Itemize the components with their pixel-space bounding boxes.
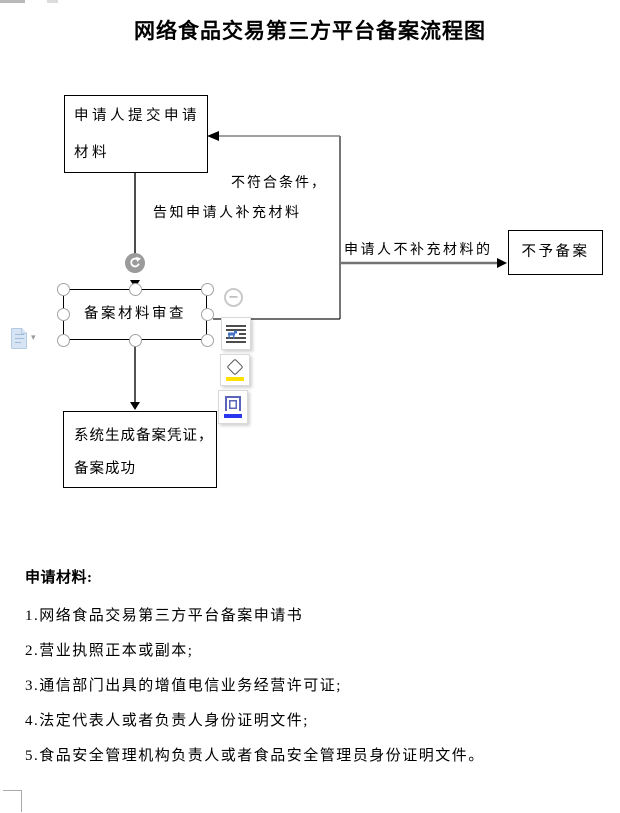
materials-item: 1.网络食品交易第三方平台备案申请书 bbox=[25, 608, 304, 624]
materials-item: 4.法定代表人或者负责人身份证明文件; bbox=[25, 713, 309, 729]
selection-handle-mid-left[interactable] bbox=[57, 308, 70, 321]
selection-handle-bottom-left[interactable] bbox=[57, 333, 70, 347]
window-edge-mark bbox=[0, 0, 25, 3]
selection-handle-top-right[interactable] bbox=[200, 282, 214, 296]
rotate-icon bbox=[130, 256, 141, 268]
selection-handle-top-left[interactable] bbox=[57, 282, 70, 296]
selection-handle-mid-right[interactable] bbox=[200, 308, 214, 321]
page-title: 网络食品交易第三方平台备案流程图 bbox=[134, 19, 486, 43]
selection-handle-top-mid[interactable] bbox=[128, 282, 142, 296]
shape-fill-button[interactable] bbox=[220, 354, 250, 386]
outline-color-icon bbox=[223, 396, 243, 418]
paste-options-icon bbox=[11, 327, 27, 349]
window-edge-mark bbox=[47, 0, 58, 3]
materials-item: 3.通信部门出具的增值电信业务经营许可证; bbox=[25, 678, 342, 694]
flow-box-no-filing[interactable]: 不予备案 bbox=[508, 230, 603, 275]
paste-options-button[interactable]: ▾ bbox=[11, 325, 45, 351]
collapse-toolbar-button[interactable]: − bbox=[224, 288, 243, 307]
flow-box-review-text: 备案材料审查 bbox=[84, 306, 186, 323]
chevron-down-icon: ▾ bbox=[31, 333, 36, 343]
flow-box-submit[interactable]: 申请人提交申请 材料 bbox=[64, 95, 208, 173]
materials-heading: 申请材料: bbox=[25, 570, 93, 586]
materials-item: 2.营业执照正本或副本; bbox=[25, 643, 194, 659]
flow-box-success-line1: 系统生成备案凭证， bbox=[74, 428, 214, 444]
flow-box-success-line2: 备案成功 bbox=[74, 460, 136, 477]
dog-glyph bbox=[228, 330, 237, 338]
label-notify-supplement: 告知申请人补充材料 bbox=[153, 206, 302, 221]
flow-box-submit-line2: 材料 bbox=[74, 144, 110, 161]
materials-section: 申请材料: 1.网络食品交易第三方平台备案申请书 2.营业执照正本或副本; 3.… bbox=[25, 563, 585, 774]
shape-outline-button[interactable] bbox=[218, 390, 248, 424]
rotate-handle[interactable] bbox=[125, 253, 145, 273]
arrowhead-left-into-submit bbox=[207, 131, 219, 141]
label-not-qualified: 不符合条件， bbox=[231, 176, 327, 191]
selection-handle-bottom-mid[interactable] bbox=[128, 333, 142, 347]
layout-options-button[interactable] bbox=[221, 317, 251, 350]
selection-handle-bottom-right[interactable] bbox=[200, 333, 214, 347]
flow-box-no-filing-text: 不予备案 bbox=[521, 244, 590, 261]
arrowhead-down-into-success bbox=[130, 402, 140, 410]
arrowhead-right-into-no-filing bbox=[497, 258, 507, 268]
fill-color-icon bbox=[225, 358, 245, 381]
flow-box-success[interactable]: 系统生成备案凭证， 备案成功 bbox=[63, 411, 217, 488]
label-no-supplement: 申请人不补充材料的 bbox=[344, 243, 493, 258]
layout-options-icon bbox=[226, 324, 246, 343]
margin-corner-mark bbox=[3, 790, 22, 791]
margin-corner-mark bbox=[21, 790, 22, 812]
flow-box-review-selected[interactable]: 备案材料审查 bbox=[63, 289, 207, 340]
flow-box-submit-line1: 申请人提交申请 bbox=[74, 108, 200, 124]
minus-icon: − bbox=[228, 290, 239, 305]
materials-item: 5.食品安全管理机构负责人或者食品安全管理员身份证明文件。 bbox=[25, 748, 485, 764]
